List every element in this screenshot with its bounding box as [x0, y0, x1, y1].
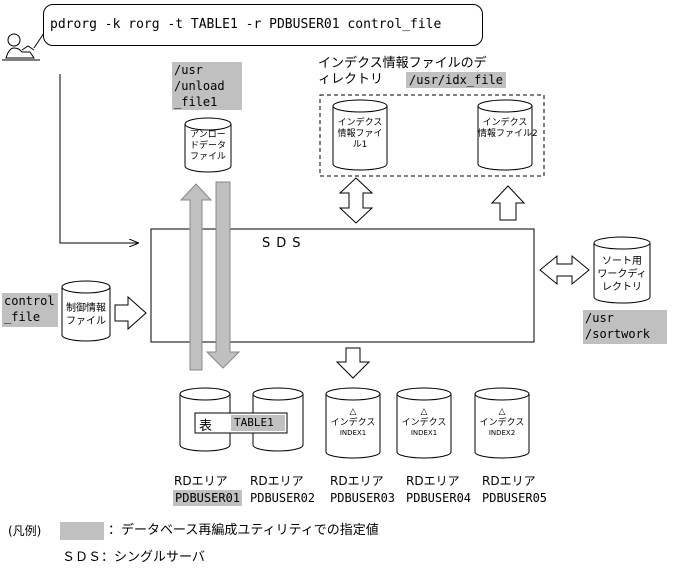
index-dir-caption: インデクス情報ファイルのデ ィレクトリ	[318, 56, 487, 87]
sds-label: SDS	[262, 236, 307, 251]
index-info-cylinder-2	[477, 99, 533, 171]
rd-area-name-3: PDBUSER03	[330, 491, 396, 505]
control-info-text: 制御情報 ファイル	[66, 303, 106, 327]
rd-area-name-4: PDBUSER04	[406, 491, 472, 505]
command-balloon: pdrorg -k rorg -t TABLE1 -r PDBUSER01 co…	[43, 4, 483, 46]
unload-path-label: /usr /unload _file1	[172, 62, 242, 110]
sds-to-index-up-arrow	[490, 185, 526, 221]
rd-area-label-1: RDエリア	[174, 474, 228, 488]
rd-area-name-5: PDBUSER05	[482, 491, 548, 505]
index-dir-path: /usr/idx_file	[406, 72, 506, 88]
sort-work-cylinder	[593, 236, 651, 304]
index-text-2: △ インデクス INDEX1	[401, 407, 447, 437]
rd-area-name-2: PDBUSER02	[250, 491, 316, 505]
table-marker: 表	[199, 419, 213, 434]
rd-area-label-5: RDエリア	[482, 474, 536, 488]
index-dir-box	[319, 94, 545, 177]
rd-area-label-4: RDエリア	[406, 474, 460, 488]
sds-to-index-down-arrow	[335, 347, 371, 379]
index-info-text-2: インデクス 情報ファイル2	[478, 118, 538, 139]
downward-reload-arrow	[205, 181, 241, 369]
index-text-1: △ インデクス INDEX1	[330, 407, 376, 437]
legend-prefix: (凡例)	[8, 524, 42, 538]
sort-path-label: /usr /sortwork	[583, 310, 667, 344]
sds-index-dir-double-arrow	[338, 177, 374, 224]
table-name-highlight	[231, 415, 285, 431]
rd-area-label-3: RDエリア	[330, 474, 384, 488]
sort-work-text: ソート用 ワークディ レクトリ	[597, 256, 647, 293]
index-cylinder-3	[474, 387, 530, 459]
control-to-sds-arrow	[114, 295, 147, 331]
user-icon	[2, 33, 40, 61]
command-text: pdrorg -k rorg -t TABLE1 -r PDBUSER01 co…	[50, 17, 442, 32]
index-info-text-1: インデクス 情報ファイ ル1	[337, 118, 383, 150]
sds-sort-double-arrow	[539, 254, 590, 286]
index-text-3: △ インデクス INDEX2	[479, 407, 525, 437]
control-info-cylinder	[61, 280, 111, 342]
unload-file-cylinder	[184, 117, 232, 173]
rd-area-name-1: PDBUSER01	[173, 490, 243, 506]
legend-sds-desc: ＳＤＳ：シングルサーバ	[62, 550, 205, 565]
upward-unload-arrow	[179, 183, 213, 371]
index-cylinder-1	[325, 387, 381, 459]
index-cylinder-2	[396, 387, 452, 459]
rd-area-label-2: RDエリア	[250, 474, 304, 488]
unload-file-text: アンロー ドデータ ファイル	[189, 130, 226, 162]
sds-box	[150, 228, 535, 343]
index-info-cylinder-1	[332, 99, 388, 171]
legend-gray-swatch	[60, 522, 104, 540]
legend-gray-desc: ：データベース再編成ユティリティでの指定値	[108, 523, 379, 538]
command-flow-line	[59, 74, 138, 243]
control-file-label: control _file	[2, 293, 58, 327]
table-name: TABLE1	[234, 416, 274, 429]
